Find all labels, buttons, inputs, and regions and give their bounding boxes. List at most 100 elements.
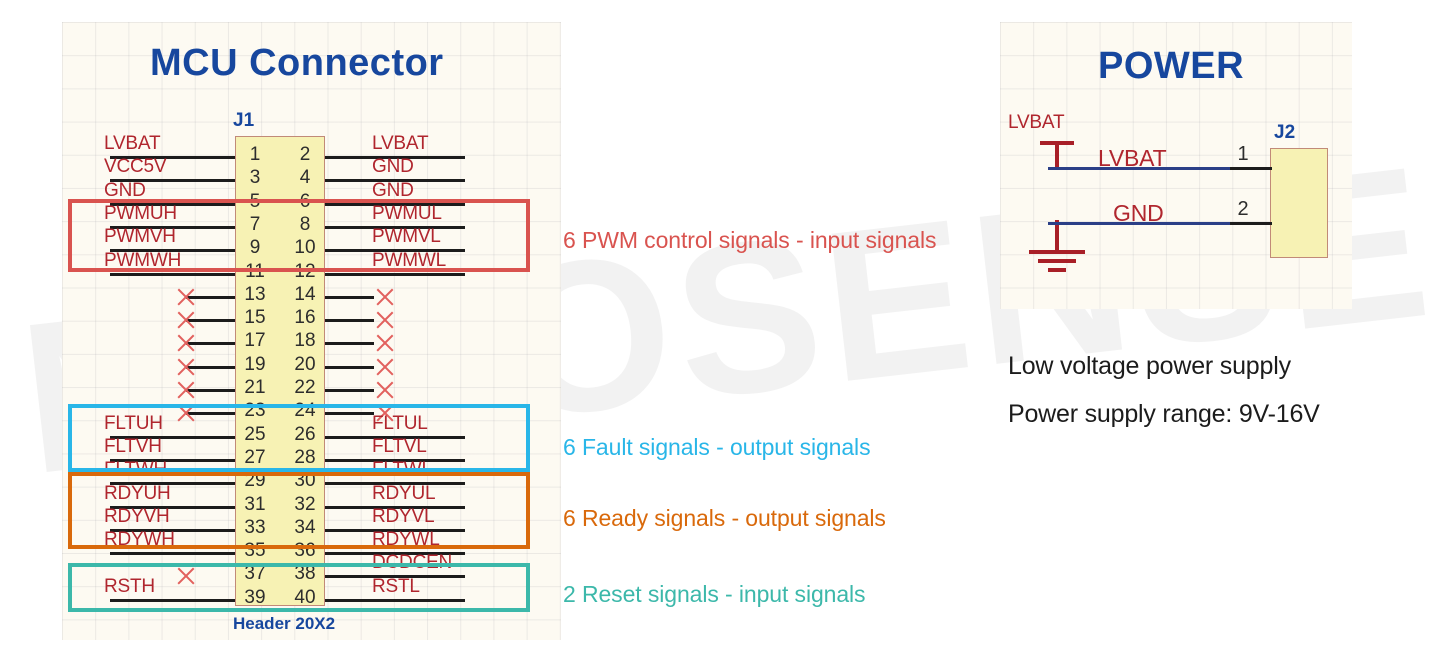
pin-number-even: 4 — [299, 167, 311, 189]
mcu-refdes-j1: J1 — [233, 110, 255, 131]
pin-number-even: 14 — [294, 283, 316, 305]
net-label-left: PWMVH — [104, 226, 176, 248]
pin-wire-left — [110, 202, 235, 206]
pin-wire-left — [110, 249, 235, 253]
net-label-left: FLTUH — [104, 412, 163, 434]
pin-number-odd: 33 — [244, 516, 266, 538]
pin-wire-left — [110, 598, 235, 602]
pin-number-even: 2 — [299, 144, 311, 165]
pin-wire-right — [325, 552, 465, 556]
net-label-right: GND — [372, 156, 414, 178]
net-label-left: PWMWH — [104, 249, 182, 271]
pin-number-odd: 39 — [244, 586, 266, 608]
pin-number-even: 38 — [294, 563, 316, 585]
pin-wire-right — [325, 458, 465, 462]
pin-number-odd: 9 — [249, 237, 261, 259]
net-label-left: RSTH — [104, 575, 155, 597]
net-label-right: FLTVL — [372, 435, 427, 457]
net-label-right: RDYWL — [372, 529, 440, 551]
no-connect-x-icon-right — [374, 309, 396, 331]
annotation-fault: 6 Fault signals - output signals — [563, 434, 871, 460]
pin-number-even: 28 — [294, 446, 316, 468]
pin-number-even: 32 — [294, 493, 316, 515]
net-label-right: GND — [372, 179, 414, 201]
pin-wire-right — [325, 179, 465, 183]
net-label-left: RDYWH — [104, 529, 175, 551]
j1-connector-body[interactable] — [235, 136, 325, 606]
highlight-box-fault[interactable] — [68, 404, 530, 472]
pin-wire-left — [186, 342, 235, 346]
pin-wire-left — [110, 552, 235, 556]
no-connect-x-icon-left — [175, 309, 197, 331]
power-pin-number-1: 1 — [1237, 143, 1249, 165]
gnd-symbol-stem — [1055, 220, 1059, 250]
j2-connector-body[interactable] — [1270, 148, 1328, 258]
pin-number-even: 10 — [294, 237, 316, 259]
no-connect-x-icon-left — [175, 286, 197, 308]
no-connect-x-icon-right — [374, 379, 396, 401]
pin-number-odd: 17 — [244, 330, 266, 352]
power-net-label-lvbat: LVBAT — [1098, 145, 1167, 171]
highlight-box-pwm[interactable] — [68, 199, 530, 272]
net-label-left: PWMUH — [104, 202, 177, 224]
pin-wire-right — [325, 482, 465, 486]
pin-wire-left — [186, 412, 235, 416]
pin-number-odd: 31 — [244, 493, 266, 515]
pin-wire-right — [325, 365, 374, 369]
net-label-left: VCC5V — [104, 156, 167, 178]
pin-number-even: 8 — [299, 213, 311, 235]
power-net-label-gnd: GND — [1113, 200, 1164, 226]
pin-number-even: 40 — [294, 586, 316, 608]
pin-number-odd: 1 — [249, 144, 261, 165]
pin-number-even: 26 — [294, 423, 316, 445]
pin-wire-left — [186, 365, 235, 369]
pin-wire-left — [110, 272, 235, 276]
pin-number-odd: 13 — [244, 283, 266, 305]
power-pin-number-2: 2 — [1237, 198, 1249, 220]
pin-wire-left — [110, 225, 235, 229]
pin-wire-right — [325, 249, 465, 253]
pin-wire-right — [325, 225, 465, 229]
pin-wire-right — [325, 272, 465, 276]
pin-number-odd: 25 — [244, 423, 266, 445]
no-connect-x-icon-right — [374, 286, 396, 308]
gnd-symbol-bar-1 — [1029, 250, 1085, 254]
pin-wire-left — [186, 295, 235, 299]
net-label-left: RDYUH — [104, 482, 171, 504]
highlight-box-ready[interactable] — [68, 472, 530, 549]
power-pin-wire-2 — [1230, 222, 1272, 225]
gnd-symbol-bar-2 — [1038, 259, 1076, 263]
power-port-label-lvbat: LVBAT — [1008, 112, 1065, 133]
pin-wire-right — [325, 319, 374, 323]
pin-wire-right — [325, 156, 465, 159]
no-connect-x-icon-left — [175, 332, 197, 354]
net-label-right: FLTUL — [372, 412, 428, 434]
mcu-title: MCU Connector — [150, 42, 444, 84]
net-label-right: PWMUL — [372, 202, 442, 224]
pin-number-odd: 7 — [249, 213, 261, 235]
net-label-left: RDYVH — [104, 505, 170, 527]
pin-number-odd: 27 — [244, 446, 266, 468]
pin-number-odd: 15 — [244, 307, 266, 329]
pin-wire-right — [325, 412, 374, 416]
net-label-left: GND — [104, 179, 146, 201]
pin-number-even: 16 — [294, 307, 316, 329]
lvbat-symbol-stem — [1055, 141, 1059, 169]
pin-wire-right — [325, 342, 374, 346]
highlight-box-reset[interactable] — [68, 563, 530, 612]
pin-wire-left — [110, 156, 235, 159]
net-label-right: RSTL — [372, 575, 420, 597]
power-pin-wire-1 — [1230, 167, 1272, 170]
pin-wire-right — [325, 575, 465, 579]
pin-wire-left — [110, 482, 235, 486]
annotation-ready: 6 Ready signals - output signals — [563, 505, 886, 531]
pin-wire-right — [325, 295, 374, 299]
power-note-line-2: Power supply range: 9V-16V — [1008, 400, 1320, 428]
pin-number-odd: 21 — [244, 377, 266, 398]
no-connect-x-icon-right — [374, 332, 396, 354]
annotation-pwm: 6 PWM control signals - input signals — [563, 227, 937, 253]
net-label-right: RDYVL — [372, 505, 435, 527]
pin-wire-left — [186, 389, 235, 392]
pin-number-even: 20 — [294, 353, 316, 375]
